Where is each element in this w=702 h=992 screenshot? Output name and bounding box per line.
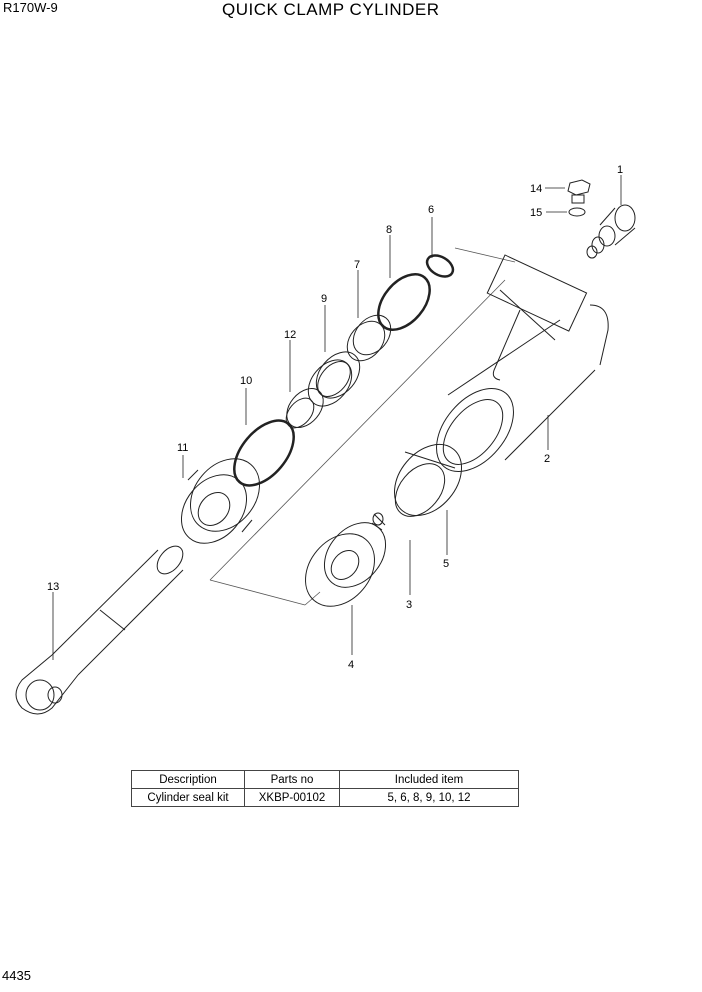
part-15-o-ring	[568, 207, 586, 217]
callout-6: 6	[428, 204, 434, 216]
callout-leaders	[52, 175, 622, 660]
callout-4: 4	[348, 659, 354, 671]
cell-included-item: 5, 6, 8, 9, 10, 12	[339, 788, 519, 807]
part-5-piston	[394, 443, 462, 517]
part-10-o-ring	[233, 419, 295, 487]
table-header-row: Description Parts no Included item	[131, 770, 519, 789]
callout-7: 7	[354, 259, 360, 271]
part-6-o-ring	[425, 254, 455, 278]
header-parts-no: Parts no	[244, 770, 340, 789]
part-12-ring	[285, 388, 324, 429]
cell-description: Cylinder seal kit	[131, 788, 245, 807]
part-1-coupler-fitting	[586, 204, 636, 259]
callout-8: 8	[386, 224, 392, 236]
part-8-o-ring	[377, 273, 431, 331]
part-11-rod-cover	[180, 458, 260, 544]
callout-14: 14	[530, 183, 542, 195]
callout-11: 11	[177, 442, 188, 454]
cell-parts-no: XKBP-00102	[244, 788, 340, 807]
part-13-piston-rod	[15, 545, 184, 715]
assembly-guide-lines	[209, 247, 516, 606]
part-9-seal	[307, 351, 361, 407]
page-title: QUICK CLAMP CYLINDER	[222, 0, 440, 19]
part-14-plug	[567, 179, 591, 204]
model-code: R170W-9	[3, 0, 58, 15]
header-included-item: Included item	[339, 770, 519, 789]
callout-10: 10	[240, 375, 252, 387]
callout-9: 9	[321, 293, 327, 305]
callout-15: 15	[530, 207, 542, 219]
callout-3: 3	[406, 599, 412, 611]
callout-12: 12	[284, 329, 296, 341]
part-2-cylinder-tube	[436, 254, 609, 473]
callout-2: 2	[544, 453, 550, 465]
callout-13: 13	[47, 581, 59, 593]
part-4-piston-nut	[305, 522, 387, 607]
callout-numbers: 1 2 3 4 5 6 7 8 9 10 11 12 13 14 15	[47, 164, 623, 671]
part-7-ring	[346, 314, 392, 362]
callout-1: 1	[617, 164, 623, 176]
header-description: Description	[131, 770, 245, 789]
callout-5: 5	[443, 558, 449, 570]
table-row: Cylinder seal kit XKBP-00102 5, 6, 8, 9,…	[131, 788, 519, 807]
page-number: 4435	[2, 968, 31, 983]
seal-kit-table: Description Parts no Included item Cylin…	[131, 770, 519, 807]
